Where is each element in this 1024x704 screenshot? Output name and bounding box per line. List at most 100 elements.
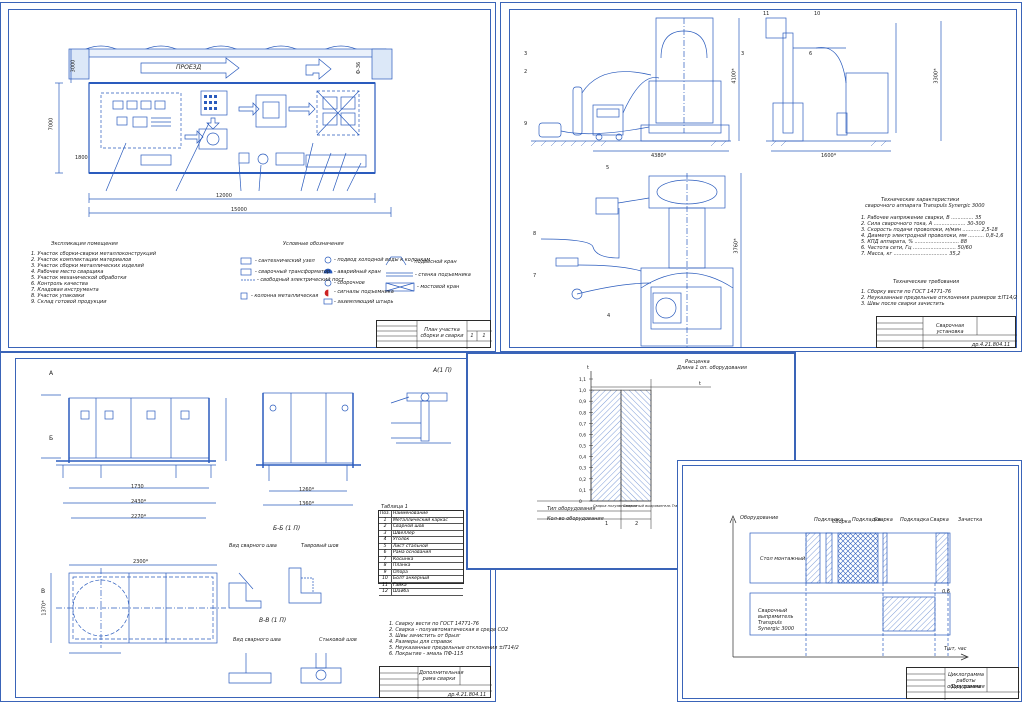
dim-label: 1600* bbox=[821, 153, 837, 159]
legend-item: - сигналы подъемника bbox=[334, 289, 394, 295]
tech-title: Технические характеристики bbox=[881, 197, 960, 203]
callout: 2 bbox=[524, 69, 528, 75]
table-cell-pos: 3 bbox=[379, 530, 392, 536]
legend-item: - подвесной кран bbox=[411, 259, 457, 265]
note-line: 7. Кладовая инструмента bbox=[31, 287, 99, 293]
table-cell-name: Уголок bbox=[393, 537, 410, 542]
top-label: Сборка bbox=[832, 519, 851, 525]
x-axis-label: t bbox=[699, 381, 701, 387]
req-list: 1. Сборку вести по ГОСТ 14771-76 2. Неук… bbox=[861, 289, 1017, 307]
note-line: 6. Контроль качества bbox=[31, 281, 88, 287]
req-title: Технические требования bbox=[893, 279, 960, 285]
title-text: Сварочная установка bbox=[935, 323, 965, 335]
sheet-cyclogram[interactable]: Оборудование Тшт, час Стол монтажный Сва… bbox=[677, 460, 1022, 702]
welding-installation-drawing bbox=[530, 17, 942, 348]
table-cell-name: Рама основания bbox=[393, 550, 431, 555]
y-axis-label: Оборудование bbox=[740, 515, 779, 521]
dim-height: 7000 bbox=[48, 117, 55, 131]
doc-code: др.4.21.804.11 bbox=[447, 692, 487, 698]
tech-line: 6. Частота сети, Гц ....................… bbox=[861, 245, 972, 251]
table-cell-name: Наименование bbox=[393, 511, 428, 516]
weld-label: Тавровый шов bbox=[301, 543, 339, 549]
section-label: А bbox=[49, 370, 54, 377]
dim-small: 1800 bbox=[75, 155, 88, 161]
doc-code: др.4.21.804.11 bbox=[971, 342, 1011, 348]
table-cell-pos: 2 bbox=[379, 524, 392, 530]
table-cell-pos: 11 bbox=[379, 582, 392, 588]
y-tick-label: 1,0 bbox=[579, 388, 586, 394]
table-cell-pos: 7 bbox=[379, 556, 392, 562]
table-cell-name: Косынка bbox=[393, 556, 414, 562]
tech-line: 4. Диаметр электродной проволоки, мм ...… bbox=[861, 233, 1004, 239]
dim-label: 2430* bbox=[131, 499, 147, 505]
legend-item: - сварочный трансформатор bbox=[255, 269, 331, 275]
dim-label: 4380* bbox=[651, 153, 667, 159]
table-cell-pos: 5 bbox=[379, 543, 392, 549]
legend-item: - аварийный кран bbox=[334, 269, 381, 275]
table-cell-name: Металлический каркас bbox=[393, 517, 448, 523]
arrow-label: ПРОЕЗД bbox=[176, 64, 202, 71]
table-title: Таблица 1 bbox=[381, 504, 408, 510]
callout: 8 bbox=[533, 231, 537, 237]
tech-line: 5. КПД аппарата, % .....................… bbox=[861, 239, 968, 245]
note-line: 5. Участок механической обработки bbox=[31, 275, 127, 281]
top-label: Сварка bbox=[930, 517, 949, 523]
rate-chart: tt00,10,20,30,40,50,60,70,80,91,01,1Свар… bbox=[537, 365, 717, 529]
section-label: В-В (1 П) bbox=[259, 617, 287, 624]
weld-label: Вид сварного шва bbox=[233, 637, 281, 643]
notes-list: 1. Сварку вести по ГОСТ 14771-76 2. Свар… bbox=[389, 621, 519, 657]
sheet-floor-plan[interactable]: ПРОЕЗД Ф-36 12000 15000 7000 3000 1800 Э… bbox=[0, 2, 496, 352]
y-tick-label: 0,5 bbox=[579, 444, 586, 450]
legend-item: - подвод холодной воды к колонкам bbox=[334, 257, 431, 263]
notes-title: Экспликация помещения bbox=[51, 241, 118, 247]
title-text: Циклограмма работы оборудования bbox=[947, 672, 985, 690]
sheet-frame bbox=[8, 9, 491, 348]
table-cell-name: Болт анкерный bbox=[393, 576, 430, 581]
title-text: Дополнительная рама сварки bbox=[419, 670, 464, 682]
dim-label: 1260* bbox=[299, 487, 315, 493]
table-cell-pos: 6 bbox=[379, 550, 392, 556]
section-label: А(1 П) bbox=[433, 367, 453, 374]
tech-line: 3. Скорость подачи проволоки, м/мин ....… bbox=[861, 227, 998, 233]
top-label: Подкладка bbox=[852, 517, 882, 523]
note-line: 4. Размеры для справок bbox=[389, 639, 453, 645]
y-axis-label: t bbox=[587, 365, 589, 371]
cyclogram-drawing bbox=[729, 515, 969, 661]
section-label: В bbox=[41, 588, 46, 595]
bar-label: Сварка полуавтоматом bbox=[593, 504, 637, 508]
table-cell-pos: 12 bbox=[379, 589, 392, 595]
row-label: Сварочный выпрямитель Transpuls Synergic… bbox=[758, 608, 795, 632]
sheet-number: 1 bbox=[470, 333, 474, 339]
sheet-frame-drawing[interactable]: А Б А(1 П) Б-Б (1 П) В-В (1 П) В 2430* 2… bbox=[0, 352, 519, 702]
section-label: Б-Б (1 П) bbox=[273, 525, 301, 532]
callout: 11 bbox=[763, 11, 770, 17]
sheet-frame bbox=[509, 9, 1017, 348]
bar-label: Сварочный выпрямитель Transpuls Synergic… bbox=[623, 504, 717, 508]
note-line: 3. Участок сборки металлических изделий bbox=[31, 263, 144, 269]
sheet-welding-installation[interactable]: 11 10 3 2 9 3 6 5 8 7 4 4380* 1600* 4100… bbox=[500, 2, 1022, 352]
callout: 4 bbox=[607, 313, 611, 319]
dim-label: 2270* bbox=[131, 514, 147, 520]
sheet-count: 1 bbox=[482, 333, 486, 339]
y-tick-label: 0,9 bbox=[579, 399, 586, 405]
note-line: 2. Участок комплектации материалов bbox=[31, 257, 132, 263]
dim-label: 3300* bbox=[933, 68, 940, 84]
top-label: Подкладка bbox=[814, 517, 844, 523]
y-tick-label: 1,1 bbox=[579, 377, 586, 383]
table-cell-name: Опора bbox=[393, 569, 408, 575]
top-label: Зачистка bbox=[958, 517, 983, 523]
section-label: Б bbox=[49, 435, 54, 442]
table-cell-name: Шайба bbox=[393, 589, 410, 594]
dim-label: 3760* bbox=[733, 238, 740, 254]
column-number: 1 bbox=[605, 521, 608, 527]
